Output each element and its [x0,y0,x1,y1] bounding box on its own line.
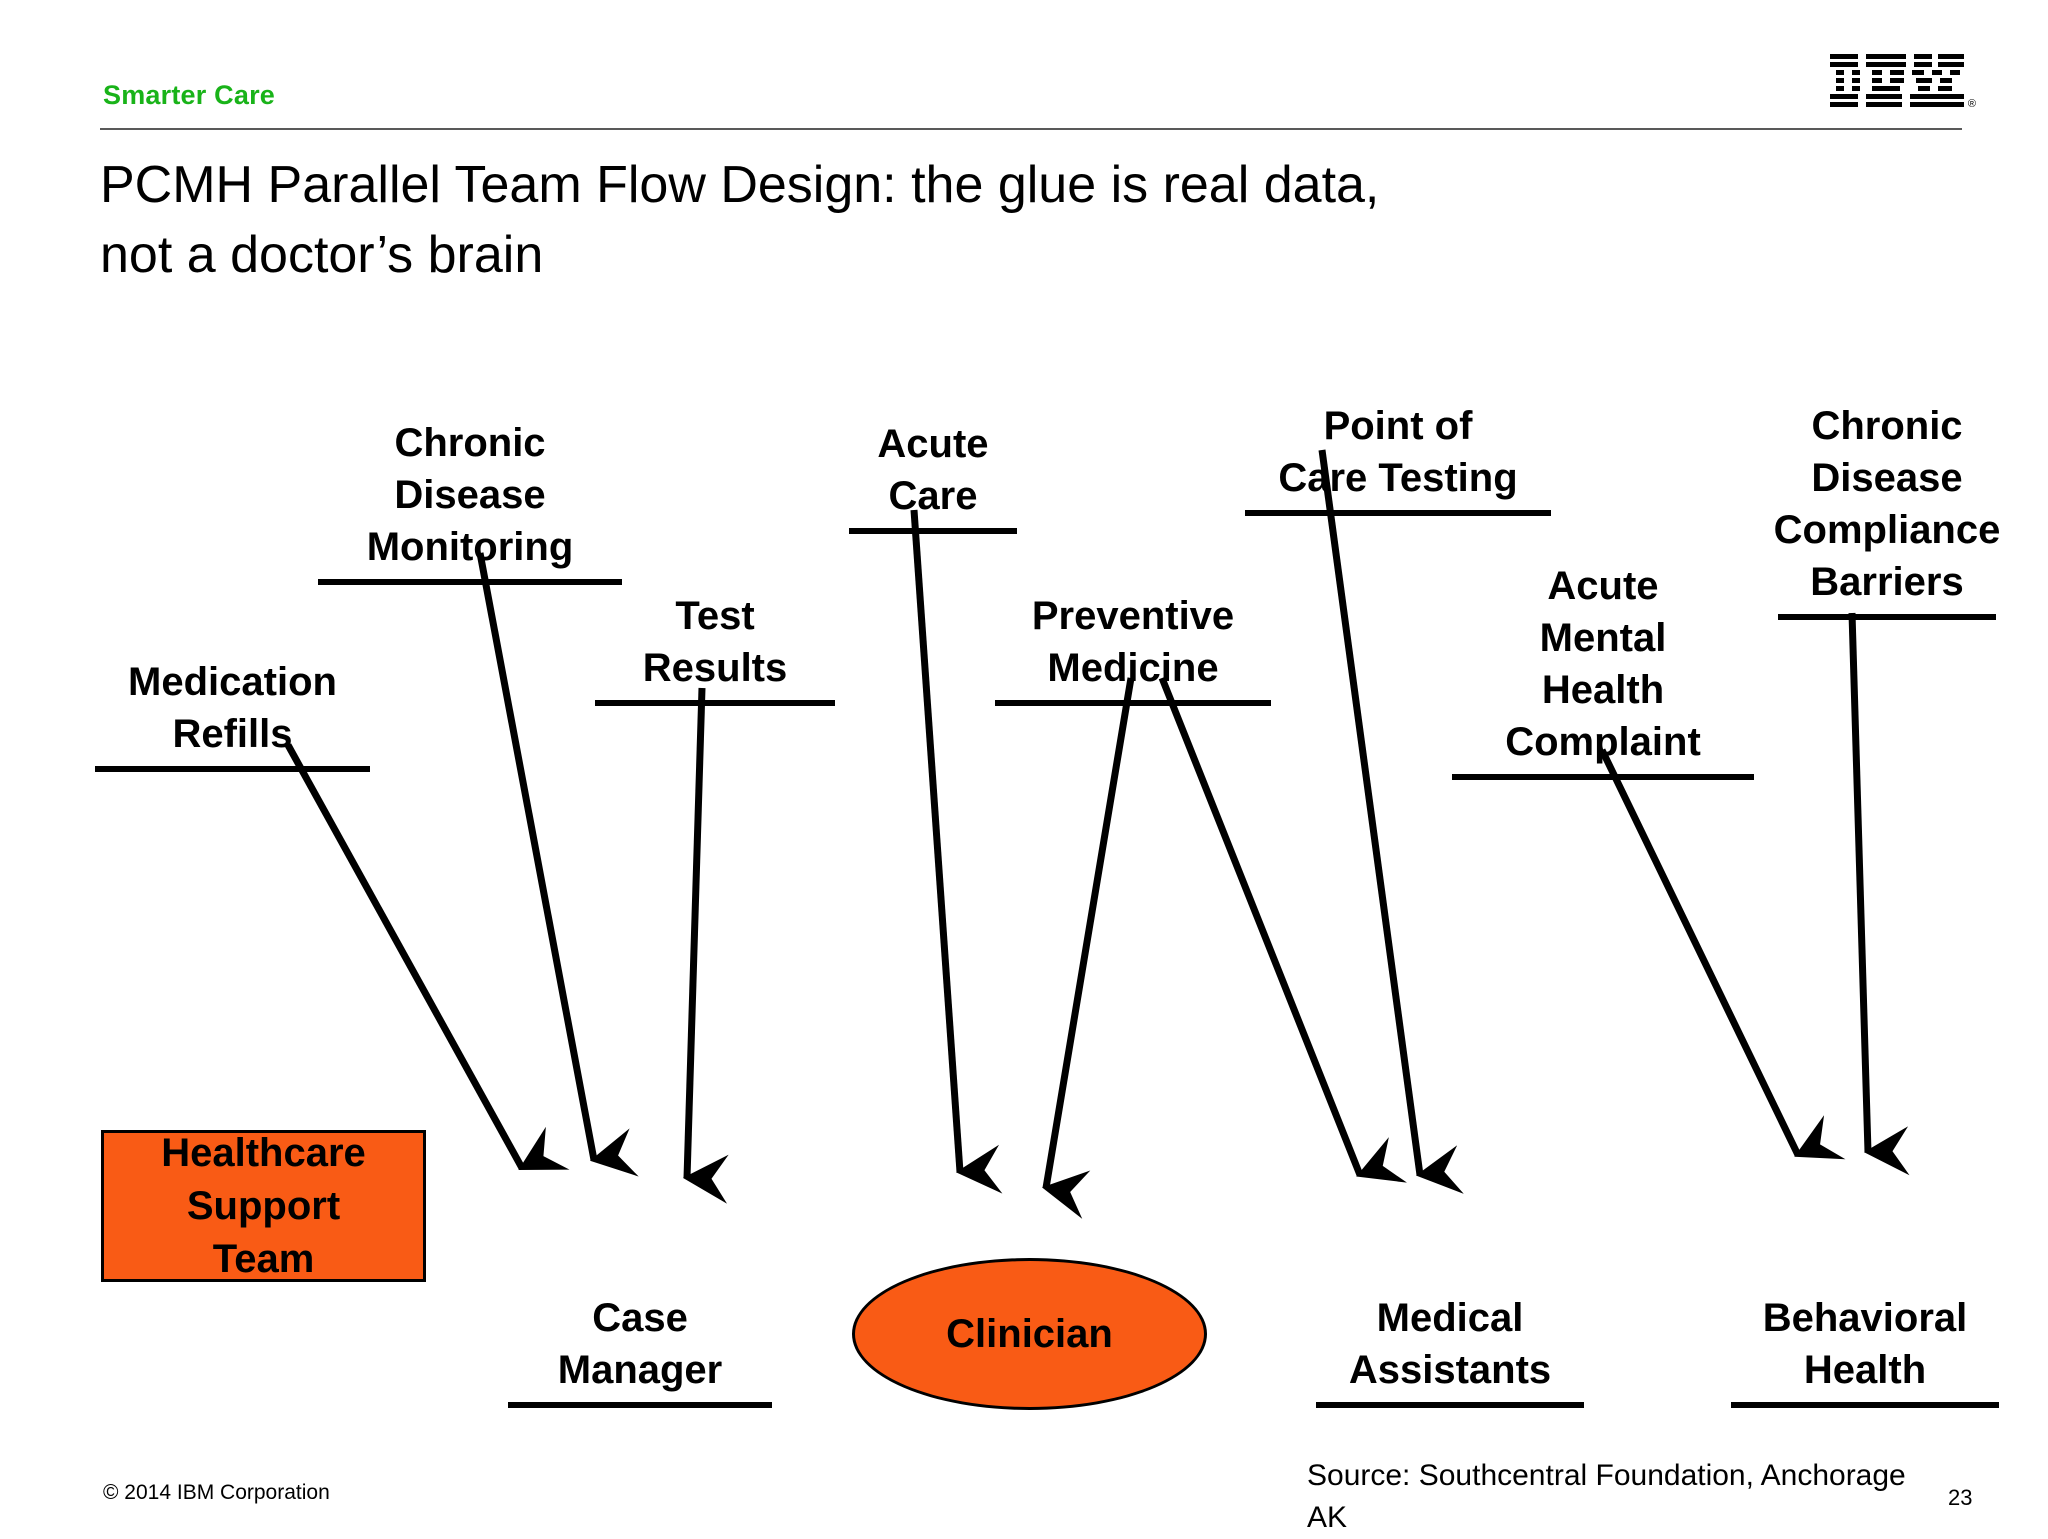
node-label: Chronic Disease Monitoring [366,421,574,569]
node-chronic-disease-compliance-barriers[interactable]: Chronic Disease Compliance Barriers [1730,348,2044,672]
node-label: Test Results [642,594,788,690]
edge-test-results-to-case-manager [682,687,729,1204]
edge-chronic-disease-monitoring-to-case-manager [476,552,639,1177]
node-underline [995,700,1271,706]
footer-source-citation: Source: Southcentral Foundation, Anchora… [1307,1459,1906,1534]
registered-trademark-mark: ® [1967,98,1976,110]
node-label: Behavioral Health [1762,1296,1968,1392]
node-healthcare-support-team[interactable]: Healthcare Support Team [101,1130,426,1282]
node-underline [508,1402,772,1408]
node-underline [1778,614,1996,620]
node-underline [318,579,622,585]
node-acute-care[interactable]: Acute Care [820,366,1046,586]
footer-copyright: © 2014 IBM Corporation [103,1481,330,1504]
node-label: Chronic Disease Compliance Barriers [1773,404,2001,604]
section-eyebrow-label: Smarter Care [103,80,275,110]
node-underline [849,528,1017,534]
node-label: Healthcare Support Team [161,1130,366,1281]
node-label: Medication Refills [128,660,337,756]
node-clinician[interactable]: Clinician [852,1258,1207,1410]
node-underline [1316,1402,1584,1408]
node-underline [1731,1402,1999,1408]
node-underline [595,700,835,706]
header-divider [100,128,1962,130]
ibm-logo: ® [1828,52,1976,112]
edge-chronic-disease-compliance-barriers-to-behavioral-health [1848,612,1910,1176]
node-underline [1245,510,1551,516]
node-medication-refills[interactable]: Medication Refills [90,604,375,824]
page-title: PCMH Parallel Team Flow Design: the glue… [100,156,1380,284]
node-label: Preventive Medicine [1031,594,1235,690]
node-acute-mental-health-complaint[interactable]: Acute Mental Health Complaint [1452,508,1754,832]
node-label: Acute Mental Health Complaint [1505,564,1701,764]
edge-acute-care-to-clinician [910,509,1003,1194]
node-label: Acute Care [877,422,989,518]
node-label: Case Manager [557,1296,723,1392]
node-preventive-medicine[interactable]: Preventive Medicine [990,538,1276,758]
ibm-logo-icon [1830,54,1964,107]
node-underline [1452,774,1754,780]
node-chronic-disease-monitoring[interactable]: Chronic Disease Monitoring [310,365,630,637]
node-behavioral-health[interactable]: Behavioral Health [1715,1240,2015,1460]
node-label: Point of Care Testing [1278,404,1518,500]
node-point-of-care-testing[interactable]: Point of Care Testing [1243,348,1553,568]
node-case-manager[interactable]: Case Manager [495,1240,785,1460]
node-underline [95,766,370,772]
node-medical-assistants[interactable]: Medical Assistants [1300,1240,1600,1460]
node-label: Medical Assistants [1348,1296,1552,1392]
node-test-results[interactable]: Test Results [585,538,845,758]
node-label: Clinician [946,1312,1113,1356]
page-number: 23 [1948,1485,1973,1510]
